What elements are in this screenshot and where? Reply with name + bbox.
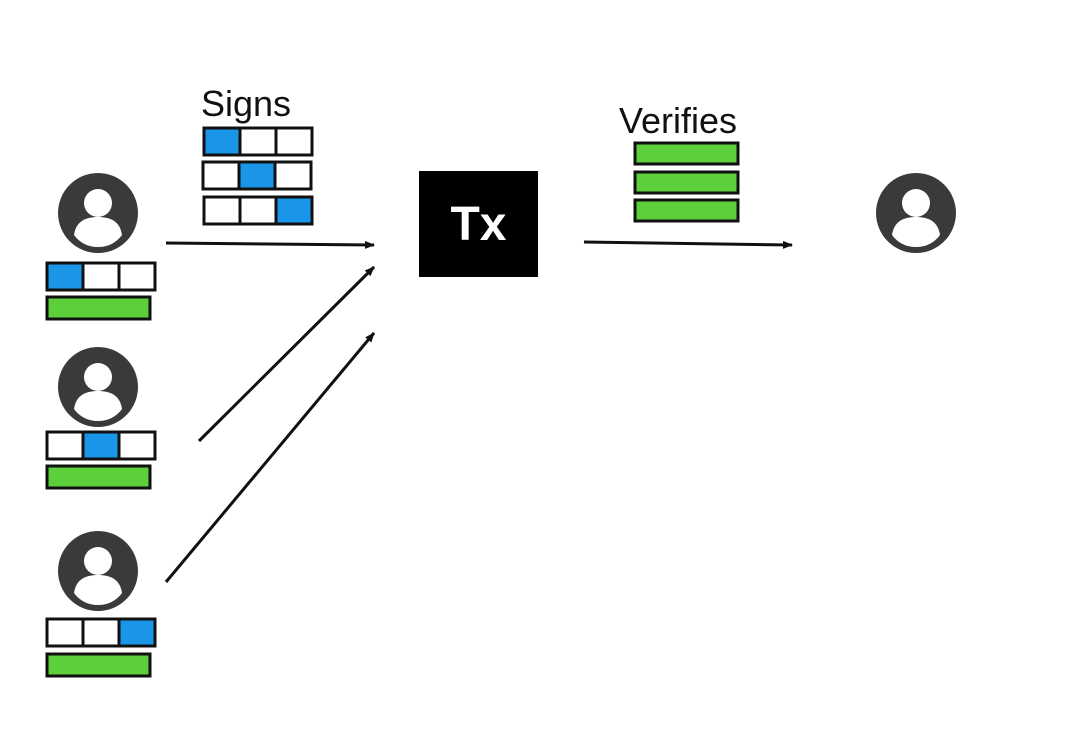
full-key-bar	[45, 652, 152, 678]
key-share-cell	[117, 617, 157, 648]
arrow-icon	[165, 240, 375, 249]
key-share-cell	[237, 160, 277, 191]
key-share-cell	[45, 261, 85, 292]
transaction-label: Tx	[450, 197, 507, 251]
arrow-icon	[197, 265, 376, 443]
signer-key-shares	[45, 261, 157, 648]
arrow-icon	[164, 332, 376, 583]
transaction-box: Tx	[419, 171, 538, 277]
verified-key-bar	[633, 170, 740, 195]
key-share-cell	[81, 617, 121, 648]
key-share-cell	[81, 261, 121, 292]
key-share-cell	[45, 617, 85, 648]
verified-key-bar	[633, 198, 740, 223]
key-share-cell	[274, 195, 314, 226]
key-share-cell	[238, 195, 278, 226]
user-avatar-icon	[58, 173, 138, 253]
key-share-cell	[201, 160, 241, 191]
user-avatar-icon	[58, 347, 138, 427]
key-share-cell	[81, 430, 121, 461]
verifies-label: Verifies	[619, 100, 738, 141]
key-share-cell	[202, 195, 242, 226]
verifier-avatar-icon	[876, 173, 956, 253]
user-avatar-icon	[58, 531, 138, 611]
signer-full-keys	[45, 295, 152, 678]
key-share-cell	[45, 430, 85, 461]
key-share-cell	[117, 261, 157, 292]
key-share-cell	[202, 126, 242, 157]
key-share-cell	[117, 430, 157, 461]
arrow-icon	[583, 240, 793, 249]
full-key-bar	[45, 295, 152, 321]
full-key-bar	[45, 464, 152, 490]
key-share-cell	[273, 160, 313, 191]
signs-key-shares	[201, 126, 314, 226]
key-share-cell	[274, 126, 314, 157]
verified-key-bar	[633, 141, 740, 166]
signs-label: Signs	[201, 83, 292, 124]
key-share-cell	[238, 126, 278, 157]
verifier-keys	[633, 141, 740, 223]
